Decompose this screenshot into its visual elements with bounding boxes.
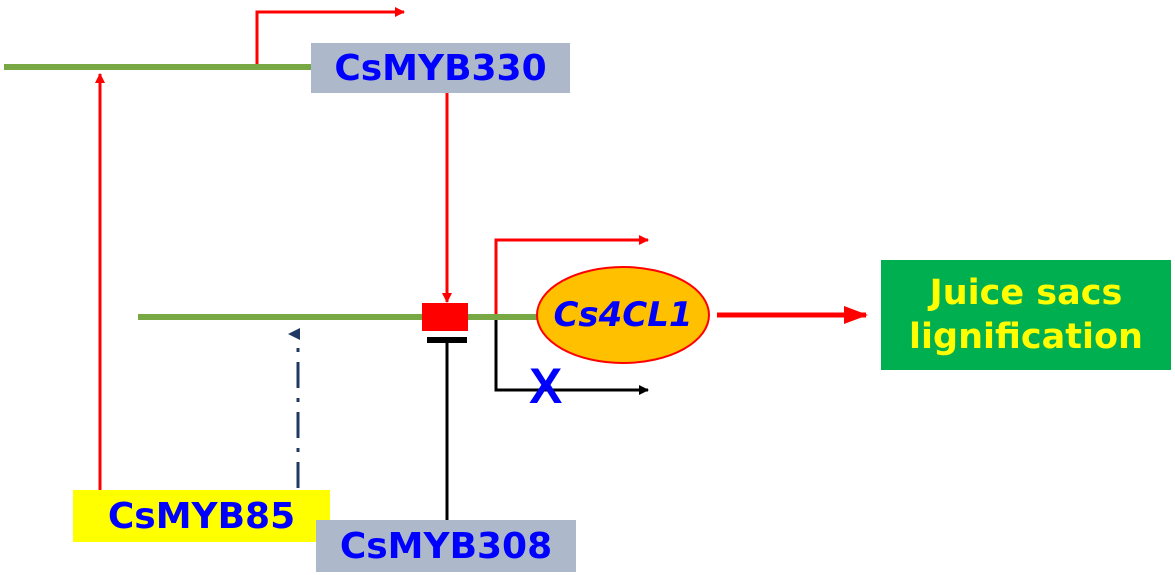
node-csmyb330: CsMYB330 <box>311 43 570 93</box>
node-output: Juice sacs lignification <box>881 260 1171 370</box>
output-line-1: Juice sacs <box>929 273 1123 313</box>
blocked-mark: X <box>529 358 563 414</box>
node-csmyb308: CsMYB308 <box>316 520 576 572</box>
node-cs4cl1-label: Cs4CL1 <box>553 295 693 335</box>
node-csmyb85: CsMYB85 <box>73 490 330 542</box>
cs4cl1-ellipse <box>536 266 710 364</box>
tss-arrow-csmyb330 <box>255 7 405 64</box>
tss-arrow-cs4cl1-active <box>494 235 649 314</box>
binding-site <box>422 303 468 331</box>
output-line-2: lignification <box>909 317 1143 357</box>
tss-arrow-cs4cl1-blocked <box>494 320 649 395</box>
